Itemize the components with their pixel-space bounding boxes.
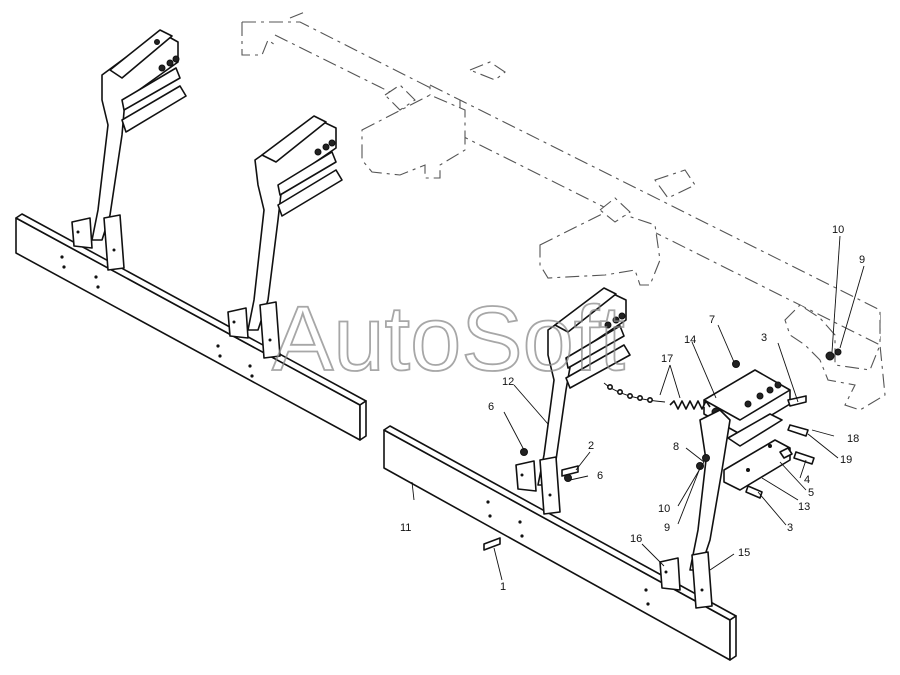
callout-15: 15 <box>738 547 750 559</box>
callout-14: 14 <box>684 334 696 346</box>
callout-4: 4 <box>804 474 810 486</box>
right-arm <box>515 287 631 515</box>
callout-1: 1 <box>500 581 506 593</box>
callout-7: 7 <box>709 314 715 326</box>
left-harrow-beam <box>15 213 367 441</box>
callout-19: 19 <box>840 454 852 466</box>
callout-3b: 3 <box>787 522 793 534</box>
watermark: AutoSoft <box>272 288 625 390</box>
callout-9: 9 <box>859 254 865 266</box>
callout-16: 16 <box>630 533 642 545</box>
callout-6b: 6 <box>597 470 603 482</box>
callout-5: 5 <box>808 487 814 499</box>
callout-8: 8 <box>673 441 679 453</box>
callout-9b: 9 <box>664 522 670 534</box>
callout-11: 11 <box>400 522 411 534</box>
callout-13: 13 <box>798 501 810 513</box>
callout-17: 17 <box>661 353 673 365</box>
frame-beam-ghost <box>241 11 886 411</box>
callout-10: 10 <box>832 224 844 236</box>
callout-12: 12 <box>502 376 514 388</box>
right-harrow-beam <box>383 425 737 661</box>
leader-lines <box>411 235 865 581</box>
left-arm-1 <box>71 29 187 271</box>
callout-3: 3 <box>761 332 767 344</box>
callout-10b: 10 <box>658 503 670 515</box>
callout-labels: 1 2 3 3 4 5 6 6 7 8 9 9 10 10 11 12 13 1… <box>400 224 865 593</box>
exploded-bracket-assembly <box>483 348 842 609</box>
callout-2: 2 <box>588 440 594 452</box>
callout-6: 6 <box>488 401 494 413</box>
left-arm-2 <box>227 115 343 359</box>
callout-18: 18 <box>847 433 859 445</box>
